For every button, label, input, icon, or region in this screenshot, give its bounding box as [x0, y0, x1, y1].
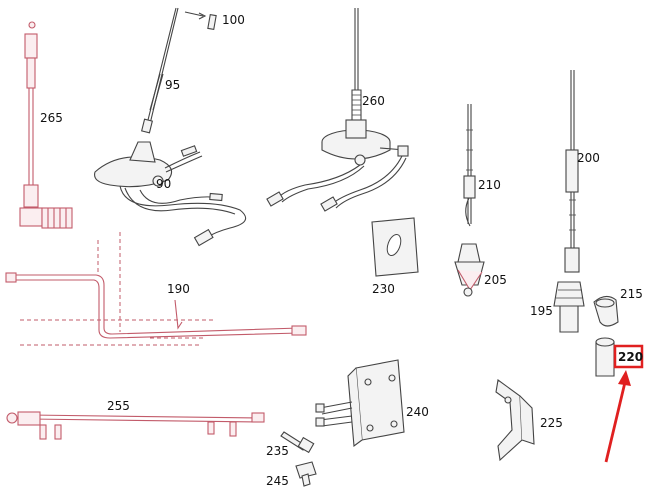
part-245-nut[interactable]: [295, 461, 317, 487]
part-265-antenna-cable[interactable]: [19, 21, 73, 229]
part-215-cover-cap[interactable]: [593, 295, 619, 327]
label-265: 265: [40, 111, 63, 125]
part-255-lower-cable[interactable]: [6, 411, 265, 440]
label-90: 90: [156, 177, 171, 191]
part-225-bracket[interactable]: [495, 379, 535, 462]
label-190: 190: [167, 282, 190, 296]
part-95-antenna-rod[interactable]: [141, 7, 179, 134]
part-190-cable-harness[interactable]: [5, 232, 307, 346]
part-100-antenna-tip[interactable]: [184, 11, 217, 31]
label-220: 220: [618, 350, 643, 364]
label-100: 100: [222, 13, 245, 27]
part-235-screw[interactable]: [280, 431, 315, 454]
part-200-long-antenna[interactable]: [564, 70, 580, 273]
label-200: 200: [577, 151, 600, 165]
label-240: 240: [406, 405, 429, 419]
label-225: 225: [540, 416, 563, 430]
label-95: 95: [165, 78, 180, 92]
label-245: 245: [266, 474, 289, 488]
label-195: 195: [530, 304, 553, 318]
part-240-amplifier-module[interactable]: [315, 359, 405, 448]
part-195-antenna-foot[interactable]: [553, 281, 585, 333]
label-215: 215: [620, 287, 643, 301]
label-205: 205: [484, 273, 507, 287]
part-205-antenna-base[interactable]: [454, 243, 485, 297]
label-230: 230: [372, 282, 395, 296]
part-260-mast-antenna[interactable]: [266, 8, 409, 212]
part-220-sleeve[interactable]: [595, 337, 615, 377]
label-210: 210: [478, 178, 501, 192]
part-210-whip-antenna[interactable]: [463, 104, 476, 227]
label-235: 235: [266, 444, 289, 458]
label-255: 255: [107, 399, 130, 413]
highlight-box-220: [613, 344, 644, 369]
part-230-gasket[interactable]: [371, 217, 419, 277]
part-90-roof-antenna-base[interactable]: [94, 141, 247, 247]
highlight-arrow-icon: [604, 370, 631, 463]
label-260: 260: [362, 94, 385, 108]
